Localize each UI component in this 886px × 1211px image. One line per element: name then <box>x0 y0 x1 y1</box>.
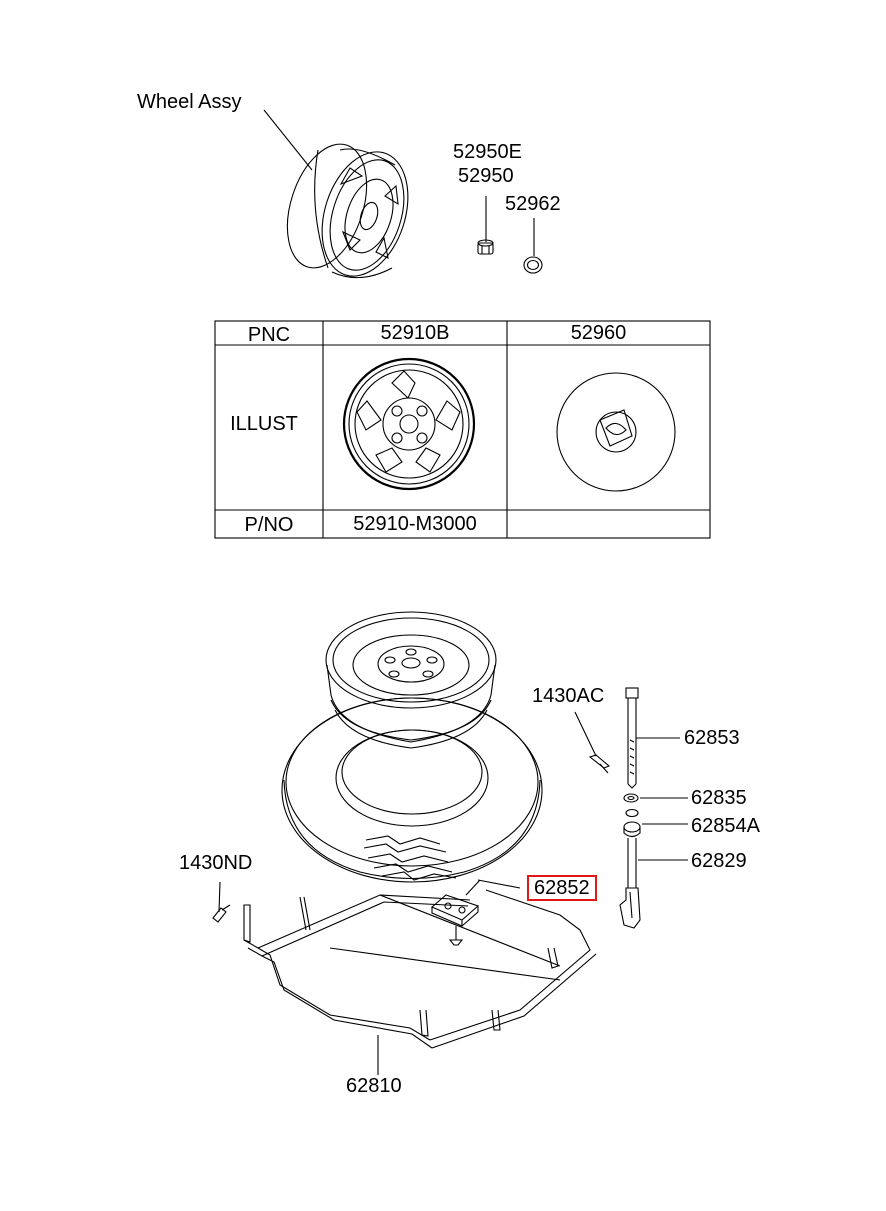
nut-and-ring-drawing <box>477 196 543 274</box>
bolt-1430nd-drawing <box>212 881 231 923</box>
long-bolt-62853-drawing <box>619 687 688 929</box>
label-62852-highlighted[interactable]: 62852 <box>527 875 597 901</box>
table-grid <box>214 320 711 539</box>
spare-tire-drawing <box>281 611 543 883</box>
label-wheel-assy: Wheel Assy <box>137 91 242 113</box>
label-62835: 62835 <box>691 787 747 809</box>
label-62829: 62829 <box>691 850 747 872</box>
label-52962: 52962 <box>505 193 561 215</box>
table-row-pno: P/NO <box>244 514 294 536</box>
clamp-62852-drawing <box>430 879 521 946</box>
label-1430ac: 1430AC <box>532 685 605 707</box>
table-row-pnc: PNC <box>247 324 291 346</box>
cover-52960-drawing <box>556 372 676 492</box>
label-1430nd: 1430ND <box>179 852 253 874</box>
table-pno-52910b: 52910-M3000 <box>353 513 477 535</box>
label-52950: 52950 <box>458 165 514 187</box>
table-row-illust: ILLUST <box>230 413 298 435</box>
wheel-52910b-drawing <box>342 357 476 491</box>
label-62810: 62810 <box>346 1075 402 1097</box>
label-62853: 62853 <box>684 727 740 749</box>
table-pnc-52960: 52960 <box>570 322 627 344</box>
bolt-1430ac-drawing <box>574 711 611 774</box>
table-pnc-52910b: 52910B <box>380 322 450 344</box>
bracket-62810-drawing <box>243 889 597 1075</box>
label-62854a: 62854A <box>691 815 760 837</box>
label-52950e: 52950E <box>453 141 522 163</box>
wheel-assy-drawing <box>263 109 409 279</box>
